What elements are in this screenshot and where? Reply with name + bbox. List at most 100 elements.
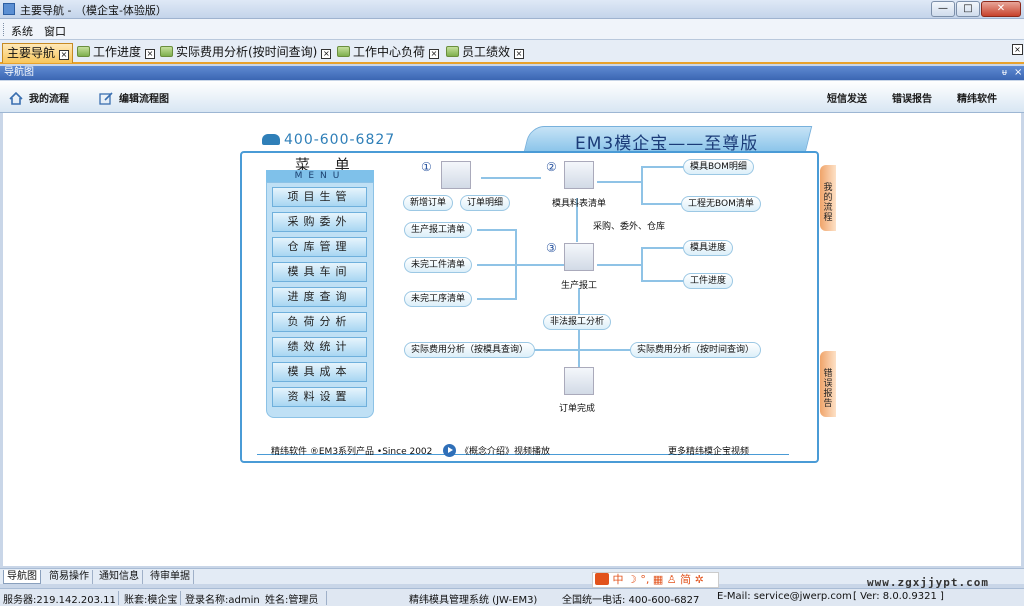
report-icon[interactable]: [564, 243, 594, 271]
tab-main-nav[interactable]: 主要导航×: [2, 43, 73, 63]
menu-system[interactable]: 系统: [11, 25, 33, 38]
status-server: 服务器:219.142.203.11: [3, 595, 116, 606]
home-icon: [9, 92, 23, 105]
btab-notice[interactable]: 通知信息: [96, 570, 143, 584]
menu-title: 菜 单: [295, 156, 360, 174]
window-title: 主要导航 - （模企宝-体验版）: [20, 4, 167, 17]
prod-report-node[interactable]: 生产报工: [561, 281, 598, 291]
menu-item-workshop[interactable]: 模具车间: [272, 262, 367, 282]
status-phone: 全国统一电话: 400-600-6827: [562, 595, 700, 606]
menu-item-purchase[interactable]: 采购委外: [272, 212, 367, 232]
btab-simple[interactable]: 简易操作: [46, 570, 93, 584]
prod-report-list-node[interactable]: 生产报工清单: [404, 222, 473, 238]
app-icon: [3, 3, 15, 15]
bom-icon[interactable]: [564, 161, 594, 189]
ime-logo-icon: [595, 573, 609, 585]
menu-item-warehouse[interactable]: 仓库管理: [272, 237, 367, 257]
tab-doc-icon: [160, 46, 173, 57]
flow-line: [641, 166, 643, 204]
menu-item-settings[interactable]: 资料设置: [272, 387, 367, 407]
unfinished-work-node[interactable]: 未完工件清单: [404, 257, 473, 273]
no-bom-node[interactable]: 工程无BOM清单: [681, 196, 761, 212]
flow-line: [641, 247, 685, 249]
edition-banner: EM3模企宝——至尊版: [575, 134, 759, 154]
flow-line: [641, 280, 685, 282]
flow-frame: [240, 151, 819, 463]
tab-doc-icon: [446, 46, 459, 57]
tab-close-icon[interactable]: ×: [514, 49, 525, 59]
tab-work-center-load[interactable]: 工作中心负荷×: [337, 43, 440, 63]
minimize-button[interactable]: —: [931, 1, 955, 17]
menu-item-load[interactable]: 负荷分析: [272, 312, 367, 332]
part-progress-node[interactable]: 工件进度: [683, 273, 734, 289]
sms-button[interactable]: 短信发送: [827, 94, 867, 105]
maximize-button[interactable]: □: [956, 1, 980, 17]
mold-bom-node[interactable]: 模具BOM明细: [683, 159, 754, 175]
flow-line: [576, 198, 578, 242]
tab-employee-performance[interactable]: 员工绩效×: [446, 43, 525, 63]
pin-icon[interactable]: ᵾ: [1002, 68, 1007, 78]
menu-item-performance[interactable]: 绩效统计: [272, 337, 367, 357]
menu-item-project[interactable]: 项目生管: [272, 187, 367, 207]
more-videos-link[interactable]: 更多精纬模企宝视频: [668, 447, 750, 457]
btab-nav[interactable]: 导航图: [3, 570, 41, 584]
error-report-button[interactable]: 错误报告: [892, 94, 932, 105]
hotline-number: 400-600-6827: [284, 132, 396, 148]
flow-line: [597, 264, 641, 266]
panel-title: 导航图: [4, 67, 34, 78]
flow-line: [641, 247, 643, 281]
menu-subtitle: MENU: [266, 170, 374, 182]
status-separator: [118, 591, 119, 605]
cost-by-mold-node[interactable]: 实际费用分析（按模具查询）: [404, 342, 536, 358]
step-1-marker: ①: [421, 160, 432, 174]
flow-line: [641, 203, 685, 205]
menu-window[interactable]: 窗口: [44, 25, 66, 38]
lock-icon[interactable]: [564, 367, 594, 395]
jw-software-button[interactable]: 精纬软件: [957, 94, 997, 105]
menu-bar: 系统 窗口: [0, 19, 1024, 40]
status-separator: [180, 591, 181, 605]
side-tab-error-report[interactable]: 错误报告: [820, 351, 836, 417]
illegal-report-node[interactable]: 非法报工分析: [543, 314, 612, 330]
menu-item-cost[interactable]: 模具成本: [272, 362, 367, 382]
panel-close-icon[interactable]: ×: [1014, 67, 1023, 78]
edit-flow-button[interactable]: 编辑流程图: [99, 90, 169, 105]
status-system: 精纬模具管理系统 (JW-EM3): [409, 595, 538, 606]
side-tab-my-flow[interactable]: 我的流程: [820, 165, 836, 231]
nav-toolbar: 我的流程 编辑流程图 短信发送 错误报告 精纬软件: [0, 81, 1024, 113]
bottom-tabs: 导航图 简易操作 通知信息 待审单据: [0, 568, 1024, 584]
status-email: E-Mail: service@jwerp.com: [717, 591, 852, 602]
cost-by-time-node[interactable]: 实际费用分析（按时间查询）: [630, 342, 762, 358]
website-watermark: www.zgxjjypt.com: [867, 576, 989, 589]
tab-close-icon[interactable]: ×: [429, 49, 440, 59]
status-name: 姓名:管理员: [265, 595, 319, 606]
bom-list-node[interactable]: 模具料表清单: [552, 199, 607, 209]
new-order-node[interactable]: 新增订单: [403, 195, 454, 211]
close-all-tabs-icon[interactable]: ×: [1012, 44, 1023, 55]
menu-item-progress[interactable]: 进度查询: [272, 287, 367, 307]
edit-flow-label: 编辑流程图: [119, 94, 169, 105]
tab-work-progress[interactable]: 工作进度×: [77, 43, 156, 63]
mold-progress-node[interactable]: 模具进度: [683, 240, 734, 256]
menu-header: 菜 单 MENU: [266, 154, 374, 184]
flow-line: [597, 181, 641, 183]
tab-close-icon[interactable]: ×: [59, 50, 70, 60]
ime-toolbar[interactable]: 中 ☽ °, ▦ ♙ 简 ✲: [592, 572, 719, 588]
phone-icon: [262, 134, 280, 145]
order-detail-node[interactable]: 订单明细: [460, 195, 511, 211]
close-button[interactable]: ✕: [981, 1, 1021, 17]
video-link[interactable]: 《概念介绍》视频播放: [460, 447, 551, 457]
tab-cost-analysis[interactable]: 实际费用分析(按时间查询)×: [160, 43, 332, 63]
btab-pending[interactable]: 待审单据: [147, 570, 194, 584]
purchase-label[interactable]: 采购、委外、仓库: [593, 222, 666, 232]
tab-close-icon[interactable]: ×: [321, 49, 332, 59]
my-flow-label: 我的流程: [29, 94, 69, 105]
edit-icon: [99, 92, 113, 105]
hotline: 400-600-6827: [262, 132, 395, 148]
my-flow-button[interactable]: 我的流程: [9, 90, 69, 105]
unfinished-proc-node[interactable]: 未完工序清单: [404, 291, 473, 307]
order-entry-icon[interactable]: [441, 161, 471, 189]
tab-close-icon[interactable]: ×: [145, 49, 156, 59]
play-icon[interactable]: [443, 444, 456, 457]
order-done-node[interactable]: 订单完成: [559, 404, 596, 414]
